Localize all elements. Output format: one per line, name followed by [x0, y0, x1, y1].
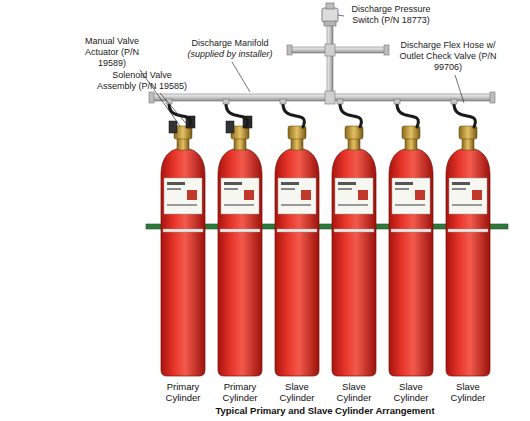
sticker-print — [395, 182, 413, 185]
callout-label: Discharge Pressure Switch (P/N 18773) — [345, 4, 437, 26]
callout-label: Discharge Flex Hose w/ Outlet Check Valv… — [398, 40, 498, 73]
sticker-print — [224, 204, 254, 206]
pipe-cap — [149, 92, 154, 103]
sticker-print — [167, 204, 197, 206]
bracket-strap — [163, 229, 203, 232]
pipe-cap — [384, 45, 389, 55]
flex-hose — [454, 101, 475, 127]
hose-fitting — [223, 99, 229, 104]
leader-line — [455, 75, 464, 103]
sticker-print — [452, 188, 466, 190]
callout-label: Discharge Manifold — [180, 38, 280, 49]
tee-fitting — [325, 91, 335, 104]
cylinder-label: Slave Cylinder — [272, 381, 322, 403]
manual-valve-actuator — [226, 121, 234, 133]
leader-line — [160, 93, 190, 128]
manual-valve-actuator — [169, 121, 177, 133]
cylinder-sticker — [449, 178, 487, 214]
sticker-print — [452, 204, 482, 206]
hose-fitting — [337, 99, 343, 104]
pipe-cap — [287, 45, 292, 55]
hose-fitting — [451, 99, 457, 104]
flex-hose — [283, 101, 304, 127]
bracket-strap — [448, 229, 488, 232]
cylinder-label: Slave Cylinder — [329, 381, 379, 403]
sticker-logo — [244, 190, 254, 200]
sticker-print — [452, 182, 470, 185]
agent-cylinder — [161, 149, 205, 376]
agent-cylinder — [332, 149, 376, 376]
cylinder-neck — [348, 138, 360, 150]
cylinder-label: Primary Cylinder — [215, 381, 265, 403]
branch-pipe — [290, 47, 386, 53]
bracket-strap — [220, 229, 260, 232]
sticker-print — [224, 182, 242, 185]
sticker-print — [395, 188, 409, 190]
sticker-print — [338, 188, 352, 190]
cylinder-neck — [177, 138, 189, 150]
cylinder-sticker — [392, 178, 430, 214]
sticker-logo — [415, 190, 425, 200]
sticker-print — [167, 188, 181, 190]
sticker-logo — [472, 190, 482, 200]
flex-hose — [169, 101, 190, 127]
hose-fitting — [280, 99, 286, 104]
cylinder-label: Slave Cylinder — [443, 381, 493, 403]
bracket-strap — [277, 229, 317, 232]
hose-fitting — [394, 99, 400, 104]
leader-line — [338, 15, 344, 16]
cylinder-sticker — [335, 178, 373, 214]
bracket-strap — [391, 229, 431, 232]
sticker-logo — [301, 190, 311, 200]
pressure-switch — [322, 8, 338, 22]
callout-label: Manual Valve Actuator (P/N 19589) — [76, 36, 148, 69]
cylinder-sticker — [164, 178, 202, 214]
sticker-print — [167, 182, 185, 185]
sticker-print — [338, 204, 368, 206]
flex-hose — [397, 101, 418, 127]
figure-caption: Typical Primary and Slave Cylinder Arran… — [140, 405, 510, 416]
leader-line — [232, 62, 250, 92]
tee-fitting — [325, 44, 335, 56]
pipe-cap — [490, 92, 495, 103]
sticker-logo — [187, 190, 197, 200]
sticker-print — [395, 204, 425, 206]
sticker-print — [224, 188, 238, 190]
cylinder-neck — [234, 138, 246, 150]
callout-label: (supplied by installer) — [180, 49, 280, 60]
sticker-print — [338, 182, 356, 185]
cylinder-sticker — [221, 178, 259, 214]
discharge-manifold — [152, 94, 492, 101]
riser-pipe — [327, 24, 333, 98]
cylinder-label: Slave Cylinder — [386, 381, 436, 403]
agent-cylinder — [275, 149, 319, 376]
agent-cylinder — [218, 149, 262, 376]
cylinder-label: Primary Cylinder — [158, 381, 208, 403]
flex-hose — [226, 101, 247, 127]
pressure-switch-base — [324, 21, 336, 26]
sticker-logo — [358, 190, 368, 200]
sticker-print — [281, 204, 311, 206]
sticker-print — [281, 182, 299, 185]
sticker-print — [281, 188, 295, 190]
pressure-switch-cap — [326, 3, 334, 9]
flex-hose — [340, 101, 361, 127]
cylinder-neck — [462, 138, 474, 150]
cylinder-neck — [291, 138, 303, 150]
callout-label: Solenoid Valve Assembly (P/N 19585) — [96, 70, 188, 92]
bracket-strap — [334, 229, 374, 232]
agent-cylinder — [389, 149, 433, 376]
cylinder-neck — [405, 138, 417, 150]
agent-cylinder — [446, 149, 490, 376]
cylinder-sticker — [278, 178, 316, 214]
